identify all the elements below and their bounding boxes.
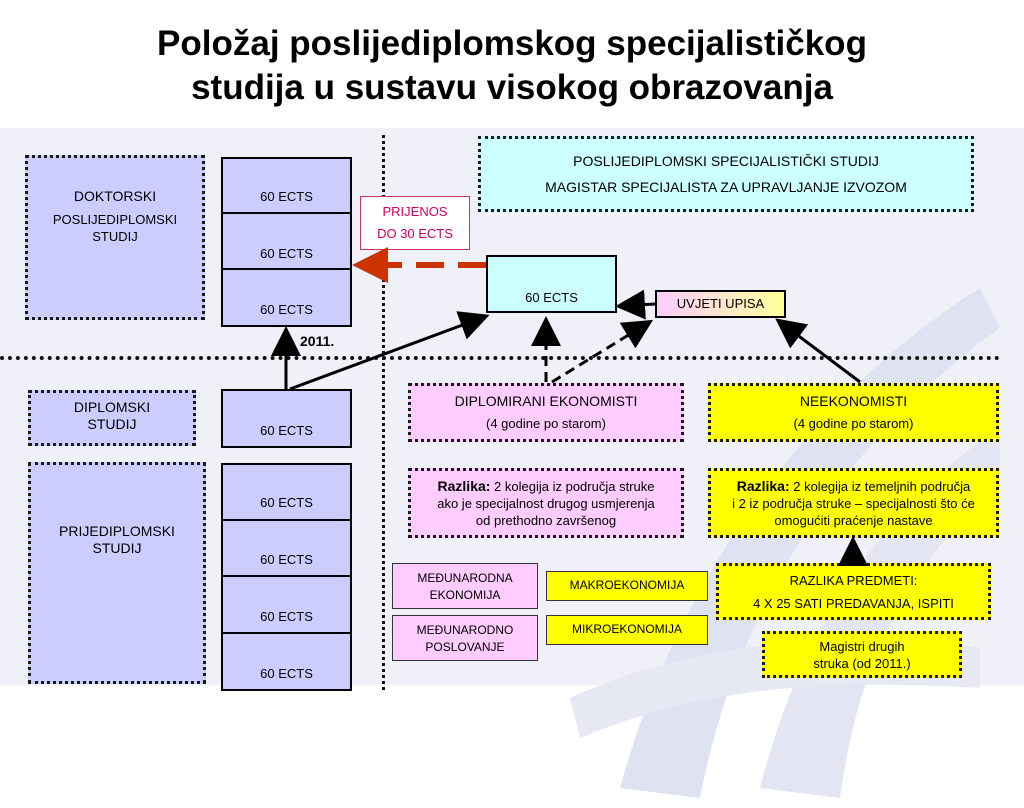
doktorski-line-2: POSLIJEDIPLOMSKI: [52, 212, 178, 227]
razlika-predmeti-line-1: RAZLIKA PREDMETI:: [789, 573, 918, 588]
uvjeti-upisa-label: UVJETI UPISA: [676, 296, 765, 311]
prijediplomski-studij-box: PRIJEDIPLOMSKI STUDIJ: [28, 462, 206, 684]
razlika-ek-bold: Razlika:: [437, 478, 491, 494]
ects-label: 60 ECTS: [260, 423, 313, 438]
magistri-line-2: struka (od 2011.): [813, 656, 911, 671]
prijenos-line-2: DO 30 ECTS: [377, 226, 453, 241]
medjunarodna-ekonomija-box: MEĐUNARODNA EKONOMIJA: [392, 563, 538, 609]
ects-label: 60 ECTS: [260, 666, 313, 681]
medjunarodna-ekonomija-line-2: EKONOMIJA: [429, 588, 501, 602]
doktorski-line-1: DOKTORSKI: [73, 188, 157, 204]
diplomski-studij-box: DIPLOMSKI STUDIJ: [28, 390, 196, 446]
specijalisticki-studij-box: POSLIJEDIPLOMSKI SPECIJALISTIČKI STUDIJ …: [478, 136, 974, 212]
specijalisticki-line-2: MAGISTAR SPECIJALISTA ZA UPRAVLJANJE IZV…: [545, 179, 907, 195]
prijediplomski-ects-1: 60 ECTS: [221, 463, 352, 521]
razlika-neek-text-1: 2 kolegija iz temeljnih područja: [789, 479, 971, 494]
razlika-ek-text-2: ako je specijalnost drugog usmjerenja: [437, 496, 655, 511]
doktorski-ects-1: 60 ECTS: [221, 157, 352, 214]
prijediplomski-ects-4: 60 ECTS: [221, 632, 352, 691]
razlika-neek-bold: Razlika:: [736, 478, 790, 494]
medjunarodno-poslovanje-line-2: POSLOVANJE: [425, 640, 505, 654]
neekonomisti-box: NEEKONOMISTI (4 godine po starom): [708, 383, 999, 442]
razlika-ek-text-3: od prethodno završenog: [475, 513, 617, 528]
title-line-2: studija u sustavu visokog obrazovanja: [191, 68, 833, 107]
doktorski-ects-2: 60 ECTS: [221, 212, 352, 270]
arrow-diplomski-to-specijalisticki: [289, 311, 490, 391]
ects-label: 60 ECTS: [260, 495, 313, 510]
arrow-uvjeti-to-ects: [615, 289, 656, 320]
ects-label: 60 ECTS: [260, 302, 313, 317]
ects-label: 60 ECTS: [260, 609, 313, 624]
ects-label: 60 ECTS: [525, 290, 578, 305]
ects-label: 60 ECTS: [260, 246, 313, 261]
ects-label: 60 ECTS: [260, 189, 313, 204]
doktorski-ects-3: 60 ECTS: [221, 268, 352, 327]
uvjeti-upisa-box: UVJETI UPISA: [655, 290, 786, 318]
razlika-ekonomisti-box: Razlika: 2 kolegija iz područja struke a…: [408, 468, 684, 538]
makroekonomija-label: MAKROEKONOMIJA: [569, 578, 685, 592]
doktorski-studij-box: DOKTORSKI POSLIJEDIPLOMSKI STUDIJ: [25, 155, 205, 320]
title-line-1: Položaj poslijediplomskog specijalističk…: [157, 24, 867, 63]
mikroekonomija-label: MIKROEKONOMIJA: [571, 622, 682, 636]
specijalisticki-ects-box: 60 ECTS: [486, 255, 617, 313]
doktorski-line-3: STUDIJ: [92, 229, 138, 244]
ekonomisti-line-1: DIPLOMIRANI EKONOMISTI: [454, 393, 638, 409]
neekonomisti-line-1: NEEKONOMISTI: [799, 393, 908, 409]
razlika-predmeti-line-2: 4 X 25 SATI PREDAVANJA, ISPITI: [753, 596, 954, 611]
neekonomisti-line-2: (4 godine po starom): [793, 416, 914, 431]
diplomski-ects: 60 ECTS: [221, 389, 352, 448]
prijenos-line-1: PRIJENOS: [382, 204, 448, 219]
razlika-neek-text-3: omogućiti praćenje nastave: [774, 513, 933, 528]
ects-label: 60 ECTS: [260, 552, 313, 567]
horizontal-separator: [0, 356, 1000, 360]
medjunarodna-ekonomija-line-1: MEĐUNARODNA: [417, 571, 513, 585]
year-2011-label: 2011.: [300, 333, 335, 349]
prijediplomski-line-2: STUDIJ: [92, 540, 142, 556]
prijediplomski-line-1: PRIJEDIPLOMSKI: [59, 523, 175, 539]
ekonomisti-line-2: (4 godine po starom): [486, 416, 606, 431]
razlika-ek-text-1: 2 kolegija iz područja struke: [490, 479, 655, 494]
medjunarodno-poslovanje-line-1: MEĐUNARODNO: [416, 623, 514, 637]
razlika-neekonomisti-box: Razlika: 2 kolegija iz temeljnih područj…: [708, 468, 999, 538]
makroekonomija-box: MAKROEKONOMIJA: [546, 571, 708, 601]
diplomski-line-2: STUDIJ: [87, 416, 137, 432]
arrow-neekonomisti-to-uvjeti: [775, 318, 861, 384]
connector-arrows: [271, 247, 868, 566]
specijalisticki-line-1: POSLIJEDIPLOMSKI SPECIJALISTIČKI STUDIJ: [573, 153, 879, 169]
mikroekonomija-box: MIKROEKONOMIJA: [546, 615, 708, 645]
prijenos-box: PRIJENOS DO 30 ECTS: [360, 196, 470, 250]
medjunarodno-poslovanje-box: MEĐUNARODNO POSLOVANJE: [392, 615, 538, 661]
razlika-predmeti-box: RAZLIKA PREDMETI: 4 X 25 SATI PREDAVANJA…: [716, 563, 991, 620]
magistri-drugih-struka-box: Magistri drugih struka (od 2011.): [762, 631, 962, 678]
vertical-separator: [382, 135, 385, 690]
page-title: Položaj poslijediplomskog specijalističk…: [0, 22, 1024, 110]
diplomirani-ekonomisti-box: DIPLOMIRANI EKONOMISTI (4 godine po star…: [408, 383, 684, 442]
prijediplomski-ects-3: 60 ECTS: [221, 575, 352, 634]
razlika-neek-text-2: i 2 iz područja struke – specijalnosti š…: [732, 496, 975, 511]
arrow-ekonomisti-diagonal: [551, 319, 654, 384]
magistri-line-1: Magistri drugih: [819, 639, 905, 654]
diplomski-line-1: DIPLOMSKI: [73, 399, 151, 415]
